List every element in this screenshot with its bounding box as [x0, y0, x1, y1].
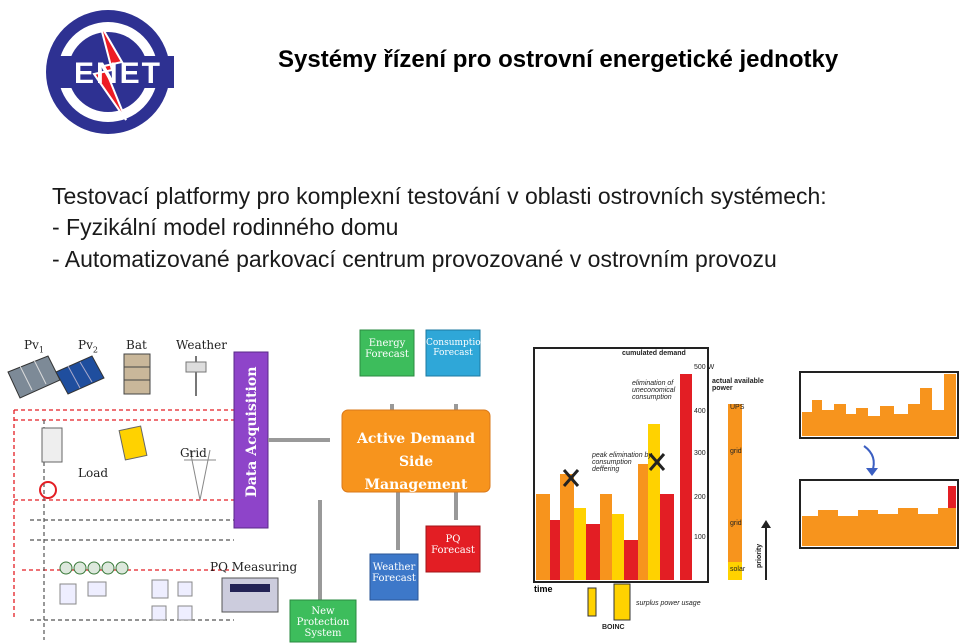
battery-icon: [123, 353, 151, 395]
system-diagram: Pv1 Pv2 Bat Weather Load Grid PQ Measuri…: [0, 320, 520, 644]
peak-label: peak elimination by consumption defferin…: [592, 452, 652, 473]
pq-forecast-box: [425, 525, 481, 573]
priority-label: priority: [756, 543, 763, 568]
pv1-label: Pv1: [24, 338, 44, 355]
bat-label: Bat: [126, 338, 147, 352]
weather-station-icon: [185, 356, 207, 396]
load-label: Load: [78, 466, 109, 480]
adsm-line-2: Management: [364, 477, 468, 493]
weather-label: Weather: [176, 338, 227, 352]
enet-logo: ENET: [40, 8, 180, 138]
data-acquisition-label: Data Acquisition: [244, 366, 260, 498]
grid-label-2: grid: [730, 520, 742, 527]
actual-available-label: actual available power: [712, 378, 764, 392]
boinc-label: BOINC: [602, 624, 625, 631]
grid-label-1: grid: [730, 448, 742, 455]
breakers-icon: [59, 561, 129, 575]
inverter-icon: [41, 427, 63, 463]
weather-forecast-label: Weather Forecast: [372, 562, 416, 584]
profile-diagram: [798, 370, 960, 560]
tick-300: 300: [694, 450, 706, 457]
cumulated-demand-label: cumulated demand: [622, 350, 686, 357]
grid-label: Grid: [180, 446, 207, 460]
w500-label: 500 W: [694, 364, 715, 371]
pq-analyzer-icon: [221, 577, 279, 613]
pq-forecast-label: PQ Forecast: [431, 534, 475, 556]
surplus-label: surplus power usage: [636, 600, 701, 607]
new-protection-label: New Protection System: [296, 606, 350, 639]
body-line-2: - Fyzikální model rodinného domu: [52, 214, 399, 240]
adsm-box: [341, 409, 491, 493]
elimination-label: elimination of uneconomical consumption: [632, 380, 676, 401]
ups-label: UPS: [730, 404, 745, 411]
page-title: Systémy řízení pro ostrovní energetické …: [278, 46, 839, 73]
charger-icon: [118, 425, 148, 461]
body-line-1: Testovací platformy pro komplexní testov…: [52, 183, 827, 209]
demand-bars: [536, 374, 742, 621]
weather-forecast-box: [369, 553, 419, 601]
pv2-panel-icon: [55, 355, 105, 395]
body-line-3: - Automatizované parkovací centrum provo…: [52, 246, 777, 272]
consumption-forecast-box: [425, 329, 481, 377]
new-protection-box: [289, 599, 357, 643]
energy-forecast-label: Energy Forecast: [365, 338, 409, 360]
data-acquisition-bar: [233, 351, 269, 529]
logo-text: ENET: [73, 57, 162, 90]
pv2-label: Pv2: [78, 338, 98, 355]
grid-pylon-icon: [184, 449, 216, 501]
adsm-line-1: Active Demand Side: [357, 431, 475, 470]
demand-diagram: cumulated demand 500 W 400 300 200 100 e…: [530, 344, 790, 644]
tick-200: 200: [694, 494, 706, 501]
adsm-label: Active Demand Side Management: [342, 428, 490, 497]
solar-label: solar: [730, 566, 746, 573]
pq-measuring-label: PQ Measuring: [210, 560, 298, 574]
tick-400: 400: [694, 408, 706, 415]
tick-100: 100: [694, 534, 706, 541]
energy-forecast-box: [359, 329, 415, 377]
consumption-forecast-label: Consumption Forecast: [426, 338, 487, 358]
time-label: time: [534, 584, 553, 594]
appliances-icon: [59, 579, 193, 621]
pv1-panel-icon: [7, 355, 61, 399]
